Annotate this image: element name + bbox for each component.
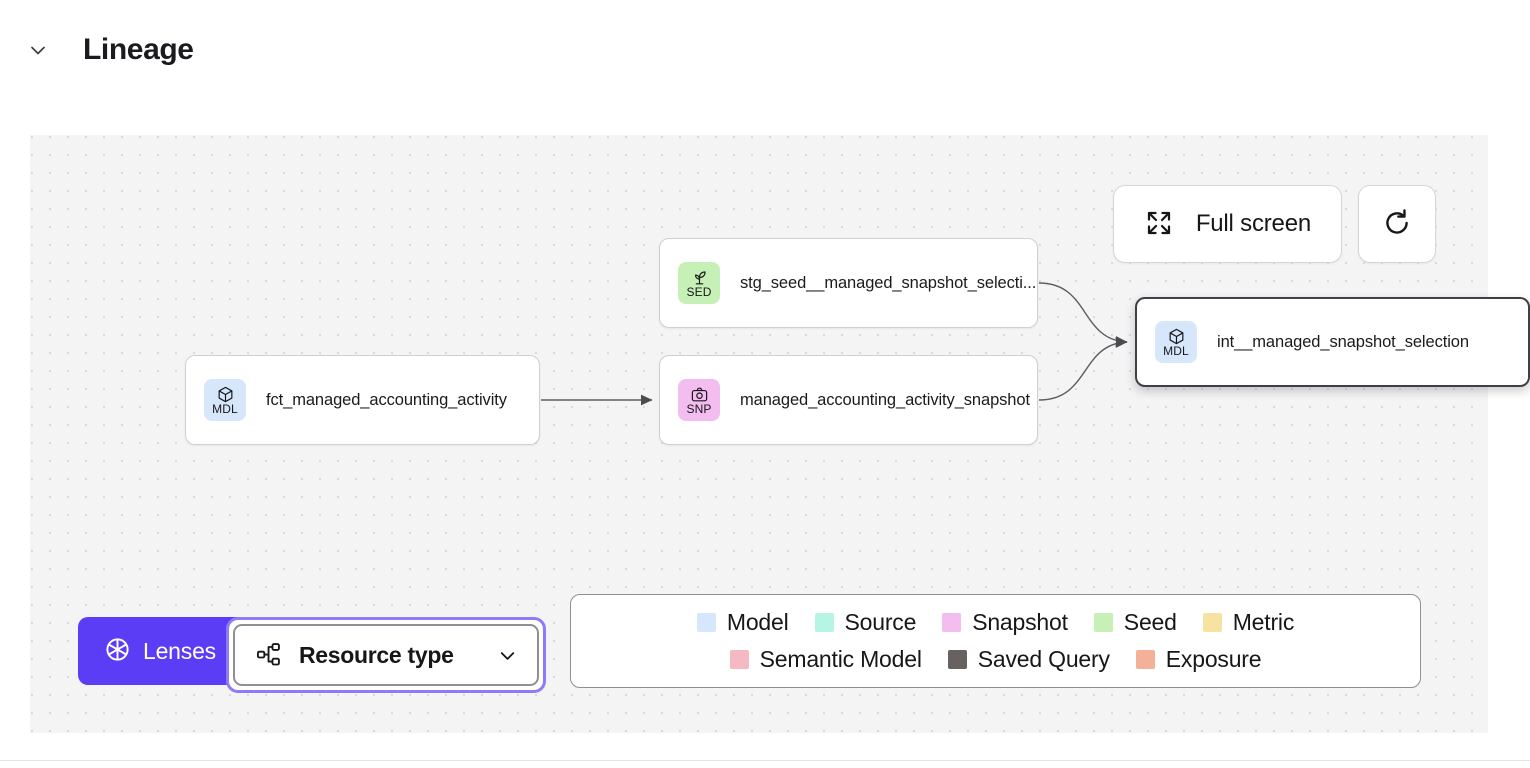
lenses-label: Lenses [143,637,216,664]
refresh-button[interactable] [1358,185,1436,263]
legend-item-saved-query: Saved Query [947,646,1110,672]
bottom-divider [0,760,1530,761]
legend-swatch [696,613,716,632]
full-screen-button[interactable]: Full screen [1112,185,1342,263]
legend-swatch [1093,613,1113,632]
resource-badge-snapshot: SNP [678,379,720,421]
camera-icon [691,387,707,401]
badge-abbrev: MDL [1163,343,1189,358]
edge-seed-to-int [1038,282,1128,347]
lenses-button[interactable]: Lenses [78,617,238,685]
legend-swatch [729,650,749,669]
expand-arrows-icon [1144,208,1174,241]
legend-swatch [1135,650,1155,669]
aperture-icon [104,636,131,666]
legend-label: Seed [1123,609,1177,635]
legend-item-semantic-model: Semantic Model [729,646,922,672]
resource-type-label: Resource type [298,641,454,668]
full-screen-label: Full screen [1195,210,1311,237]
lineage-node-managed-accounting-activity-snapshot[interactable]: SNP managed_accounting_activity_snapshot [659,355,1038,445]
legend-swatch [947,650,967,669]
legend-row: Semantic Model Saved Query Exposure [729,646,1262,672]
legend-item-snapshot: Snapshot [942,611,1068,634]
node-label: fct_managed_accounting_activity [266,390,507,409]
legend-label: Saved Query [977,646,1110,672]
hierarchy-icon [255,640,283,671]
legend-row: Model Source Snapshot Seed Metric [696,609,1295,635]
legend-item-source: Source [814,609,917,635]
cube-icon [1169,328,1183,344]
chevron-down-icon [496,644,519,667]
legend-label: Metric [1232,609,1295,635]
legend-label: Semantic Model [759,646,922,672]
lineage-legend: Model Source Snapshot Seed Metric [570,594,1421,688]
legend-label: Model [726,609,789,635]
chevron-down-icon[interactable] [20,32,56,68]
node-label: stg_seed__managed_snapshot_selecti... [740,273,1037,292]
lineage-canvas[interactable]: MDL fct_managed_accounting_activity SED … [30,135,1530,733]
refresh-icon [1381,207,1413,242]
canvas-controls: Full screen [1112,185,1436,263]
node-label: managed_accounting_activity_snapshot [740,390,1030,409]
resource-badge-seed: SED [678,262,720,304]
lineage-node-int-managed-snapshot-selection[interactable]: MDL int__managed_snapshot_selection [1135,297,1530,387]
lenses-toolbar: Lenses Resource type [78,617,546,693]
badge-abbrev: MDL [212,401,238,416]
resource-badge-model: MDL [1155,321,1197,363]
resource-type-dropdown[interactable]: Resource type [232,624,539,686]
legend-label: Snapshot [972,609,1068,635]
legend-swatch [942,613,962,632]
legend-label: Source [844,609,917,635]
node-label: int__managed_snapshot_selection [1217,332,1469,351]
lineage-node-stg-seed-managed-snapshot-selection[interactable]: SED stg_seed__managed_snapshot_selecti..… [659,238,1038,328]
resource-type-focus-ring: Resource type [225,617,546,693]
edge-snapshot-to-int [1038,337,1128,401]
badge-abbrev: SED [686,284,712,299]
seedling-icon [694,270,706,284]
lineage-section-header: Lineage [0,0,1530,100]
lineage-node-fct-managed-accounting-activity[interactable]: MDL fct_managed_accounting_activity [185,355,540,445]
legend-swatch [1202,613,1222,632]
legend-item-exposure: Exposure [1135,646,1262,672]
badge-abbrev: SNP [686,401,712,416]
page-title: Lineage [83,33,194,66]
legend-label: Exposure [1165,646,1262,672]
legend-item-model: Model [696,609,789,635]
resource-badge-model: MDL [204,379,246,421]
legend-item-seed: Seed [1093,609,1177,635]
legend-swatch [814,613,834,632]
cube-icon [218,386,232,402]
legend-item-metric: Metric [1202,609,1295,635]
